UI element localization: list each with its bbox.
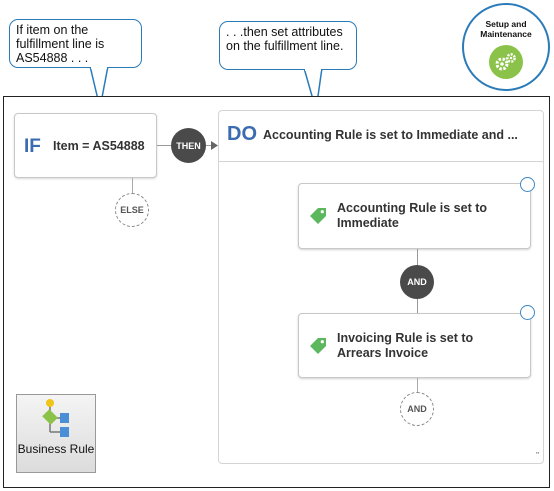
do-keyword: DO <box>227 123 257 145</box>
badge-label: Setup and Maintenance <box>480 19 532 39</box>
connector-and-top <box>417 249 418 266</box>
action-card-invoicing-rule[interactable]: Invoicing Rule is set to Arrears Invoice <box>298 313 531 378</box>
do-title: Accounting Rule is set to Immediate and … <box>263 128 518 142</box>
connector-and-bottom <box>417 299 418 313</box>
corner-mark: " <box>536 451 539 460</box>
select-radio-invoicing-rule[interactable] <box>520 305 535 320</box>
and-node[interactable]: AND <box>400 265 434 299</box>
do-header[interactable]: DO Accounting Rule is set to Immediate a… <box>219 111 543 162</box>
then-node[interactable]: THEN <box>171 128 206 163</box>
arrowhead-icon <box>211 141 218 150</box>
callout-then-text: . . .then set attributes on the fulfillm… <box>226 25 344 53</box>
action-text-accounting-rule: Accounting Rule is set to Immediate <box>337 201 488 230</box>
callout-if: If item on the fulfillment line is AS548… <box>9 19 142 68</box>
connector-else <box>132 178 133 194</box>
tag-icon <box>310 208 326 224</box>
connector-if-then <box>157 145 171 146</box>
business-rule-tile[interactable]: Business Rule <box>16 394 96 473</box>
connector-add-and <box>417 378 418 393</box>
callout-if-text: If item on the fulfillment line is AS548… <box>16 23 105 65</box>
callout-then: . . .then set attributes on the fulfillm… <box>219 21 357 70</box>
if-keyword: IF <box>24 136 41 157</box>
else-node[interactable]: ELSE <box>115 193 149 227</box>
add-and-node[interactable]: AND <box>400 392 434 426</box>
connector-then-do <box>206 145 214 146</box>
do-panel: DO Accounting Rule is set to Immediate a… <box>218 110 544 464</box>
action-card-accounting-rule[interactable]: Accounting Rule is set to Immediate <box>298 183 531 249</box>
callout-seam-left <box>91 66 107 69</box>
callout-seam-right <box>305 68 321 71</box>
gears-icon <box>489 45 523 79</box>
flowchart-icon <box>42 399 69 437</box>
if-condition-box[interactable]: IF Item = AS54888 <box>14 113 157 178</box>
select-radio-accounting-rule[interactable] <box>520 177 535 192</box>
action-text-invoicing-rule: Invoicing Rule is set to Arrears Invoice <box>337 330 474 360</box>
if-condition-text: Item = AS54888 <box>53 139 145 153</box>
setup-maintenance-badge[interactable]: Setup and Maintenance <box>462 3 550 91</box>
business-rule-label: Business Rule <box>17 442 95 456</box>
tag-icon <box>310 338 326 354</box>
